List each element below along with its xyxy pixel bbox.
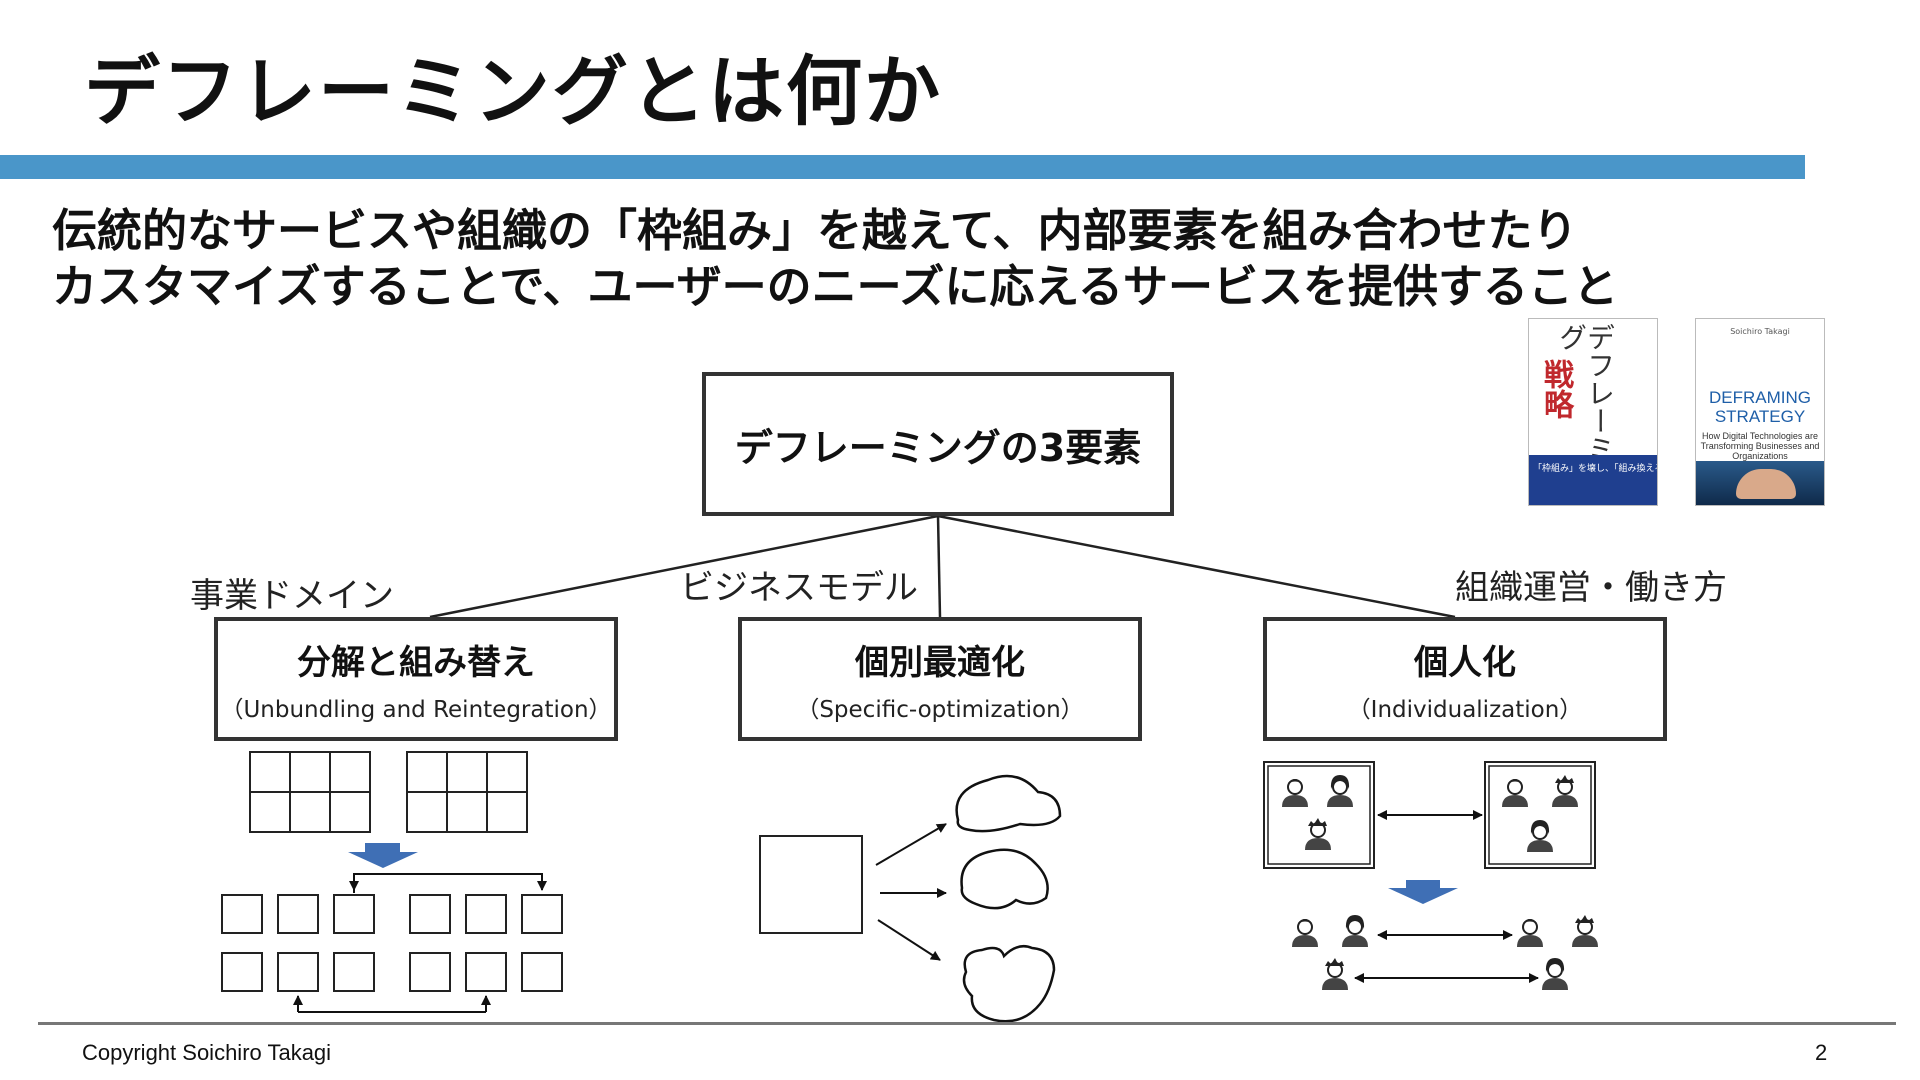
hand-image [1736,469,1796,499]
slide-title: デフレーミングとは何か [84,47,942,136]
page-number: 2 [1815,1040,1828,1065]
footer-rule [38,1022,1896,1025]
grid-left [249,751,371,833]
cover-author: Soichiro Takagi [1730,327,1790,336]
title-accent-bar [0,155,1805,179]
source-square [759,835,863,934]
element-title: 分解と組み替え [297,642,535,683]
cover-band [1696,461,1824,505]
small-squares [221,894,563,992]
people-box-right [1484,761,1596,869]
blob-icon [955,774,1062,1023]
down-arrow-icon [348,843,418,868]
cover-subtitle: How Digital Technologies are Transformin… [1700,431,1820,461]
cover-title-line2: STRATEGY [1714,406,1806,426]
element-box-individualization: 個人化 （Individualization） [1263,617,1667,741]
element-title: 個別最適化 [855,642,1025,683]
book-cover-english: Soichiro Takagi DEFRAMING STRATEGY How D… [1695,318,1825,506]
element-subtitle: （Individualization） [1347,696,1583,723]
cover-red-title: 戦略 [1538,359,1573,419]
element-title: 個人化 [1414,642,1516,683]
cover-band: 「枠組み」を壊し、「組み換える」 [1529,455,1657,505]
connector-lines [429,514,1456,619]
cover-band-text: 「枠組み」を壊し、「組み換える」 [1533,464,1657,474]
book-cover-japanese: デフレーミング 戦略 「枠組み」を壊し、「組み換える」 [1528,318,1658,506]
down-arrow-icon [1388,880,1458,904]
individual-arrows [1354,930,1539,983]
center-box: デフレーミングの3要素 [702,372,1174,516]
category-label-domain: 事業ドメイン [190,576,394,616]
grid-right [406,751,528,833]
category-label-business-model: ビジネスモデル [680,568,918,608]
element-subtitle: （Specific-optimization） [796,696,1084,723]
blob-arrows [875,823,947,961]
people-box-left [1263,761,1375,869]
recombine-arrows [293,873,547,1013]
center-box-label: デフレーミングの3要素 [734,425,1142,470]
cover-title: DEFRAMING STRATEGY [1696,388,1824,426]
element-subtitle: （Unbundling and Reintegration） [220,696,612,723]
lead-line-2: カスタマイズすることで、ユーザーのニーズに応えるサービスを提供すること [52,260,1619,313]
lead-line-1: 伝統的なサービスや組織の「枠組み」を越えて、内部要素を組み合わせたり [52,204,1578,257]
copyright-text: Copyright Soichiro Takagi [82,1040,332,1065]
cover-title-line1: DEFRAMING [1709,388,1811,407]
category-label-organization: 組織運営・働き方 [1455,568,1727,608]
element-box-specific-optimization: 個別最適化 （Specific-optimization） [738,617,1142,741]
element-box-unbundling: 分解と組み替え （Unbundling and Reintegration） [214,617,618,741]
